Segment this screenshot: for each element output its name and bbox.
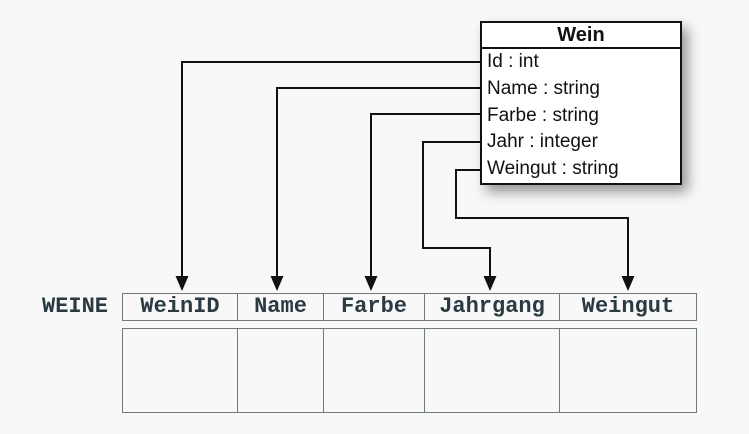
class-attribute-farbe: Farbe : string <box>487 104 599 126</box>
column-header-jahrgang: Jahrgang <box>425 293 560 321</box>
column-header-name: Name <box>238 293 324 321</box>
uml-class-box-wein: Wein Id : int Name : string Farbe : stri… <box>480 21 682 185</box>
table-cell-empty <box>324 328 425 413</box>
class-attribute-id: Id : int <box>487 51 539 72</box>
connector-jahr-to-jahrgang <box>422 141 491 277</box>
table-header-row: WeinID Name Farbe Jahrgang Weingut <box>122 293 697 321</box>
table-cell-empty <box>425 328 560 413</box>
connector-farbe-to-farbe <box>370 113 480 277</box>
connector-id-to-weinid <box>181 61 480 277</box>
table-cell-empty <box>122 328 238 413</box>
class-attribute-name: Name : string <box>487 77 600 99</box>
arrow-down-icon <box>270 276 284 291</box>
class-attribute-list: Id : int Name : string Farbe : string Ja… <box>482 49 680 183</box>
table-name-label: WEINE <box>42 294 109 319</box>
column-header-weingut: Weingut <box>560 293 697 321</box>
column-header-farbe: Farbe <box>324 293 425 321</box>
arrow-down-icon <box>483 276 497 291</box>
arrow-down-icon <box>621 276 635 291</box>
table-cell-empty <box>238 328 324 413</box>
table-empty-row <box>122 328 697 413</box>
table-cell-empty <box>560 328 697 413</box>
connector-name-to-name <box>276 87 480 277</box>
connector-weingut-to-weingut <box>455 169 629 277</box>
arrow-down-icon <box>175 276 189 291</box>
arrow-down-icon <box>364 276 378 291</box>
class-attribute-weingut: Weingut : string <box>487 158 619 180</box>
column-header-weinid: WeinID <box>122 293 238 321</box>
class-attribute-jahr: Jahr : integer <box>487 131 598 153</box>
class-title: Wein <box>482 23 680 49</box>
